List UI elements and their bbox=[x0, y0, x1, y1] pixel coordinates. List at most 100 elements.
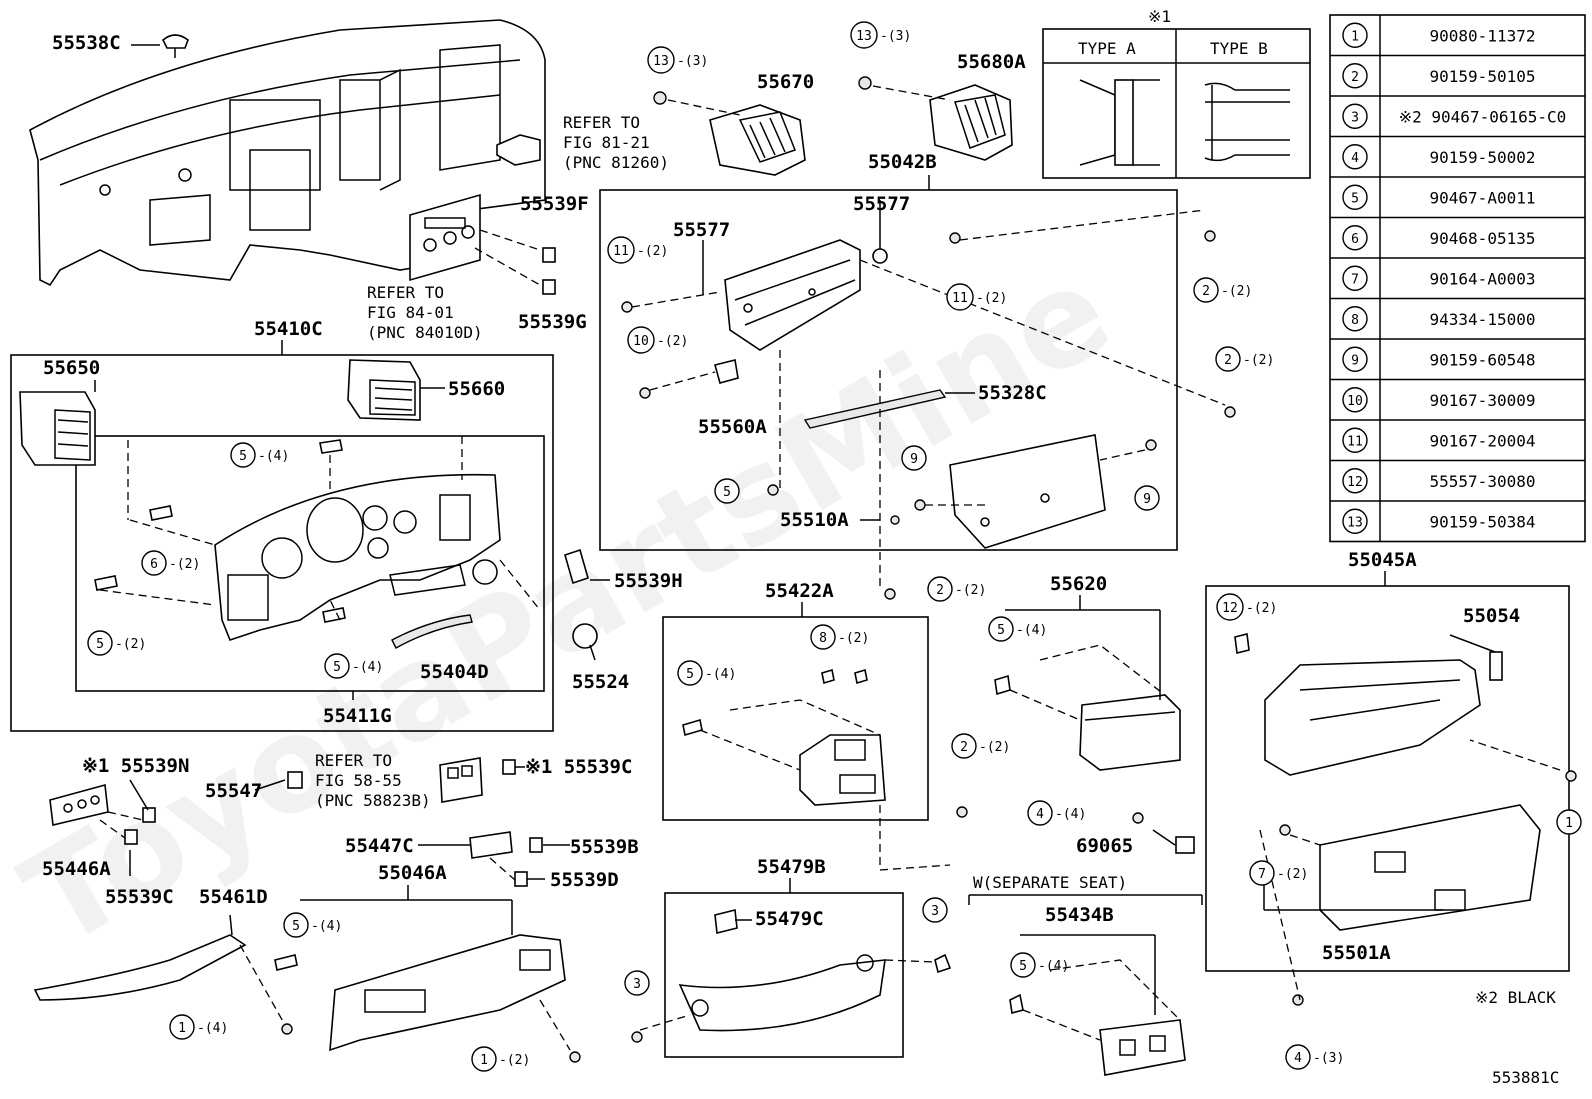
callout-number: 9 bbox=[910, 452, 918, 467]
callout-number: 4 bbox=[1036, 807, 1044, 822]
table-row-part-number: 90164-A0003 bbox=[1430, 269, 1536, 288]
callout-number: 3 bbox=[931, 904, 939, 919]
part-55404D-strip bbox=[391, 614, 473, 649]
callout-circle-12 bbox=[1216, 593, 1244, 621]
refer-58-line3: (PNC 58823B) bbox=[315, 791, 431, 810]
part-55461D-brace bbox=[33, 934, 293, 1035]
label-55577-a: 55577 bbox=[853, 193, 910, 215]
part-55042B-housing bbox=[724, 239, 861, 351]
table-row-part-number: 90080-11372 bbox=[1430, 26, 1536, 45]
callout-number: 13 bbox=[653, 54, 669, 69]
box-55411G bbox=[75, 435, 545, 692]
type-b-label: TYPE B bbox=[1210, 39, 1268, 58]
label-55045A: 55045A bbox=[1348, 549, 1417, 571]
label-55479C: 55479C bbox=[755, 908, 824, 930]
table-row-number: 5 bbox=[1351, 191, 1359, 206]
callout-circle-2 bbox=[951, 733, 977, 759]
label-55510A: 55510A bbox=[780, 509, 849, 531]
table-row-number: 2 bbox=[1351, 70, 1359, 85]
table-row-part-number: 90167-30009 bbox=[1430, 391, 1536, 410]
part-55538C-clip bbox=[162, 34, 189, 58]
callout-quantity: -(2) bbox=[115, 637, 146, 652]
table-row-part-number: 90468-05135 bbox=[1430, 229, 1536, 248]
callout-number: 11 bbox=[952, 291, 968, 306]
table-row-part-number: 90159-60548 bbox=[1430, 350, 1536, 369]
table-row-number-circle bbox=[1342, 427, 1368, 453]
type-box-mark: ※1 bbox=[1148, 7, 1171, 26]
callout-quantity: -(2) bbox=[499, 1053, 530, 1068]
table-row-number-circle bbox=[1342, 508, 1368, 534]
callout-circle-3 bbox=[922, 897, 948, 923]
label-55539C-bottom: 55539C bbox=[105, 886, 174, 908]
callout-number: 1 bbox=[178, 1021, 186, 1036]
part-69065-clip bbox=[1175, 836, 1195, 854]
part-55045A-glovebox bbox=[1234, 633, 1503, 776]
callout-quantity: -(2) bbox=[637, 244, 668, 259]
label-55479B: 55479B bbox=[757, 856, 826, 878]
callout-quantity: -(2) bbox=[169, 557, 200, 572]
switch-panel-84010D bbox=[409, 193, 556, 295]
type-a-shape bbox=[1079, 79, 1160, 166]
box-55479B bbox=[664, 892, 904, 1058]
part-55434B-tray bbox=[1009, 959, 1186, 1076]
clip-5-left bbox=[94, 575, 118, 591]
label-55539C-top: ※1 55539C bbox=[525, 756, 632, 778]
label-55539G: 55539G bbox=[518, 311, 587, 333]
screw-2b bbox=[1224, 406, 1236, 418]
label-55539H: 55539H bbox=[614, 570, 683, 592]
callout-quantity: -(3) bbox=[1313, 1051, 1344, 1066]
callout-circle-1 bbox=[169, 1014, 195, 1040]
callout-circle-1 bbox=[1556, 809, 1582, 835]
label-55434B: 55434B bbox=[1045, 904, 1114, 926]
table-row-number-circle bbox=[1342, 387, 1368, 413]
refer-58-line1: REFER TO bbox=[315, 751, 392, 770]
part-55524-button bbox=[572, 623, 598, 649]
table-row-number: 11 bbox=[1347, 434, 1363, 449]
callout-quantity: -(4) bbox=[197, 1021, 228, 1036]
table-row-number: 4 bbox=[1351, 151, 1359, 166]
callout-quantity: -(4) bbox=[1038, 959, 1069, 974]
screw-4b bbox=[1292, 994, 1304, 1006]
callout-circle-4 bbox=[1027, 800, 1053, 826]
refer-84-line1: REFER TO bbox=[367, 283, 444, 302]
label-55620: 55620 bbox=[1050, 573, 1107, 595]
refer-81-line2: FIG 81-21 bbox=[563, 133, 650, 152]
callout-number: 1 bbox=[1565, 816, 1573, 831]
part-55422A-bracket bbox=[682, 668, 951, 871]
callout-circle-7 bbox=[1249, 860, 1275, 886]
separate-seat-note: W(SEPARATE SEAT) bbox=[973, 873, 1127, 892]
label-55410C: 55410C bbox=[254, 318, 323, 340]
callout-quantity: -(2) bbox=[1277, 867, 1308, 882]
table-row-part-number: 90159-50384 bbox=[1430, 512, 1536, 531]
type-a-label: TYPE A bbox=[1078, 39, 1136, 58]
clip-5-top bbox=[319, 439, 343, 454]
table-row-number: 9 bbox=[1351, 353, 1359, 368]
label-55577-b: 55577 bbox=[673, 219, 730, 241]
table-row-number-circle bbox=[1342, 306, 1368, 332]
callout-number: 3 bbox=[633, 977, 641, 992]
table-row-number: 10 bbox=[1347, 394, 1363, 409]
table-row-number-circle bbox=[1342, 22, 1368, 48]
part-55650-side-vent bbox=[19, 391, 96, 466]
callout-number: 5 bbox=[686, 667, 694, 682]
callout-circle-4 bbox=[1285, 1044, 1311, 1070]
part-55680A-vent bbox=[858, 76, 1013, 161]
callout-quantity: -(2) bbox=[979, 740, 1010, 755]
table-row-part-number: 90159-50002 bbox=[1430, 148, 1536, 167]
label-55446A: 55446A bbox=[42, 858, 111, 880]
cluster-finish-panel bbox=[214, 473, 501, 641]
callout-number: 6 bbox=[150, 557, 158, 572]
table-row-number: 3 bbox=[1351, 110, 1359, 125]
callout-circle-10 bbox=[627, 326, 655, 354]
part-55046A-lower-panel bbox=[274, 934, 581, 1063]
refer-84-line2: FIG 84-01 bbox=[367, 303, 454, 322]
refer-84-line3: (PNC 84010D) bbox=[367, 323, 483, 342]
part-55660-center-vent bbox=[347, 359, 421, 421]
callout-quantity: -(4) bbox=[1016, 623, 1047, 638]
label-55447C: 55447C bbox=[345, 835, 414, 857]
callout-circle-9 bbox=[1134, 485, 1160, 511]
table-row-number-circle bbox=[1342, 468, 1368, 494]
table-row-number: 1 bbox=[1351, 29, 1359, 44]
